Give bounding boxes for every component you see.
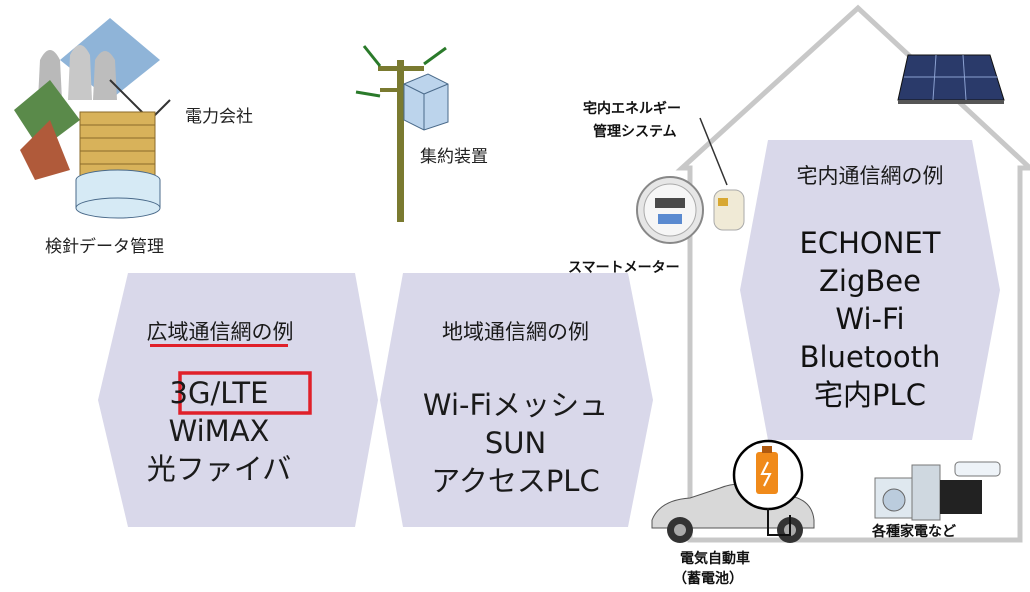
wide-area-item: 3G/LTE	[169, 376, 269, 410]
field-area-list: Wi-Fiメッシュ SUN アクセスPLC	[403, 386, 628, 500]
label-smart-meter: スマートメーター	[568, 260, 680, 276]
wide-area-list: 3G/LTE WiMAX 光ファイバ	[128, 374, 310, 488]
battery-icon	[732, 439, 804, 536]
label-ev-line2: （蓄電池）	[673, 571, 743, 587]
label-concentrator: 集約装置	[420, 147, 488, 167]
field-area-item: Wi-Fiメッシュ	[422, 388, 609, 422]
home-area-item: ZigBee	[819, 264, 921, 298]
field-area-arrow	[380, 273, 653, 527]
label-appliances: 各種家電など	[872, 524, 956, 540]
3g-lte-highlight-box	[178, 371, 312, 415]
wide-area-item: WiMAX	[168, 414, 270, 448]
solar-panel-icon	[897, 54, 1005, 104]
smart-meter-icon	[636, 176, 704, 244]
utility-pole-icon	[355, 45, 449, 222]
label-power-company: 電力会社	[185, 107, 253, 127]
label-hems-line2: 管理システム	[593, 124, 677, 140]
hems-device-icon	[713, 189, 745, 231]
home-area-item: Bluetooth	[799, 340, 941, 374]
label-ev-line1: 電気自動車	[680, 551, 750, 567]
appliances-icon	[874, 461, 1001, 521]
home-area-item: Wi-Fi	[835, 302, 905, 336]
field-area-item: SUN	[484, 426, 547, 460]
home-area-list: ECHONET ZigBee Wi-Fi Bluetooth 宅内PLC	[768, 224, 972, 414]
field-area-item: アクセスPLC	[431, 464, 600, 498]
field-area-title: 地域通信網の例	[442, 320, 589, 344]
home-area-title: 宅内通信網の例	[796, 164, 944, 188]
home-area-item: 宅内PLC	[814, 378, 926, 412]
home-area-arrow	[740, 140, 1000, 440]
label-meter-data-management: 検針データ管理	[45, 237, 164, 257]
power-plant-icon	[14, 18, 171, 219]
wide-area-title: 広域通信網の例	[146, 320, 294, 344]
wide-area-item: 光ファイバ	[146, 452, 292, 486]
wide-area-arrow	[98, 273, 378, 527]
home-area-item: ECHONET	[799, 226, 941, 260]
wide-area-title-underline	[150, 344, 288, 347]
hems-leader-line	[699, 117, 728, 186]
label-hems-line1: 宅内エネルギー	[583, 101, 681, 117]
